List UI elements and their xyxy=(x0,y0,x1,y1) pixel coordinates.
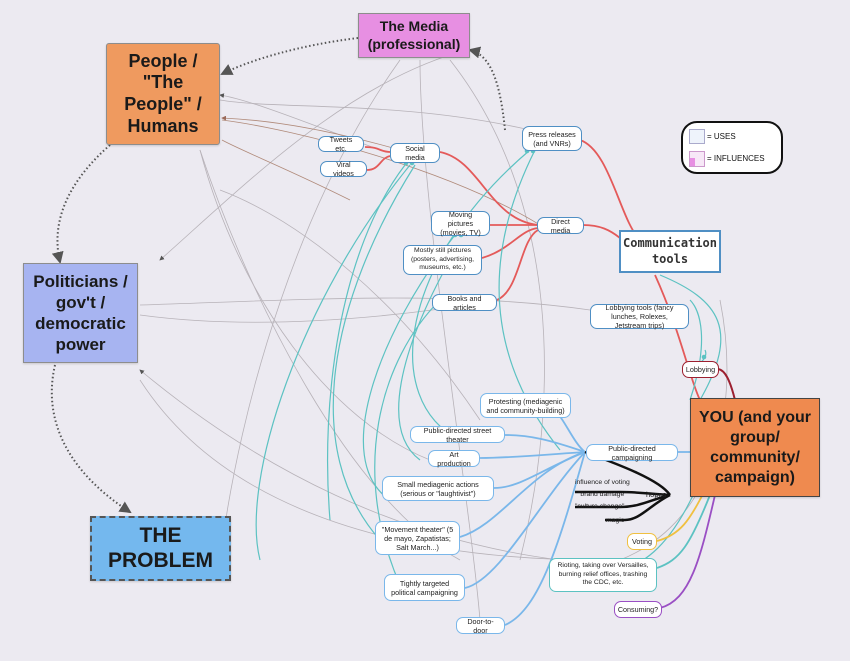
small-actions-label: Small mediagenic actions (serious or "la… xyxy=(397,479,479,498)
legend: = USES = INFLUENCES xyxy=(681,121,783,174)
rioting-node[interactable]: Rioting, taking over Versailles, burning… xyxy=(549,558,657,592)
lobbying-label: Lobbying xyxy=(685,365,716,374)
social-media-label: Social media xyxy=(405,144,425,162)
legend-influences-swatch xyxy=(689,151,705,167)
social-media-node[interactable]: Social media xyxy=(390,143,440,163)
door-to-door-node[interactable]: Door-to-door xyxy=(456,616,505,635)
dotted-arrows xyxy=(50,37,506,514)
hopes-label: hopes xyxy=(646,490,667,499)
media-label: The Media (professional) xyxy=(367,18,461,52)
hope-item-culture: "culture change" xyxy=(575,503,625,510)
problem-label: THE PROBLEM xyxy=(108,524,213,572)
lobbying-link xyxy=(717,368,736,401)
direct-media-node[interactable]: Direct media xyxy=(537,216,584,235)
you-node[interactable]: YOU (and your group/ community/ campaign… xyxy=(690,398,820,497)
press-releases-node[interactable]: Press releases (and VNRs) xyxy=(522,126,582,151)
hope-item-magic: magic xyxy=(606,517,625,524)
influence-curves-brown xyxy=(221,115,541,226)
people-label: People / "The People" / Humans xyxy=(124,50,202,136)
books-node[interactable]: Books and articles xyxy=(432,293,497,312)
legend-uses-swatch xyxy=(689,129,705,144)
hope-item-voting: influence of voting xyxy=(575,479,630,486)
influence-curves xyxy=(139,48,728,621)
small-actions-node[interactable]: Small mediagenic actions (serious or "la… xyxy=(382,476,494,501)
people-node[interactable]: People / "The People" / Humans xyxy=(106,43,220,145)
targeted-campaigning-node[interactable]: Tightly targeted political campaigning xyxy=(384,574,465,601)
moving-pictures-label: Moving pictures (movies, TV) xyxy=(440,210,481,237)
art-production-label: Art production xyxy=(437,449,471,468)
still-pictures-node[interactable]: Mostly still pictures (posters, advertis… xyxy=(403,245,482,275)
direct-media-label: Direct media xyxy=(550,216,571,235)
lobbying-node[interactable]: Lobbying xyxy=(682,361,719,378)
protesting-label: Protesting (mediagenic and community-bui… xyxy=(486,396,565,415)
voting-label: Voting xyxy=(632,537,652,546)
rioting-label: Rioting, taking over Versailles, burning… xyxy=(557,562,649,587)
targeted-campaigning-label: Tightly targeted political campaigning xyxy=(391,578,458,597)
books-label: Books and articles xyxy=(447,293,482,312)
viral-videos-label: Viral videos xyxy=(333,160,354,178)
viral-videos-node[interactable]: Viral videos xyxy=(320,160,367,178)
politicians-label: Politicians / gov't / democratic power xyxy=(33,271,128,355)
moving-pictures-node[interactable]: Moving pictures (movies, TV) xyxy=(431,210,490,237)
public-campaigning-label: Public-directed campaigning xyxy=(608,443,656,462)
consuming-label: Consuming? xyxy=(617,605,659,614)
tweets-label: Tweets etc. xyxy=(329,135,353,153)
voting-node[interactable]: Voting xyxy=(627,533,657,550)
door-to-door-label: Door-to-door xyxy=(467,616,494,635)
legend-influences-label: = INFLUENCES xyxy=(707,154,765,163)
movement-theater-node[interactable]: "Movement theater" (5 de mayo, Zapatista… xyxy=(375,521,460,555)
press-releases-label: Press releases (and VNRs) xyxy=(528,129,576,148)
protesting-node[interactable]: Protesting (mediagenic and community-bui… xyxy=(480,393,571,418)
you-label: YOU (and your group/ community/ campaign… xyxy=(698,408,811,486)
street-theater-label: Public-directed street theater xyxy=(423,425,492,444)
rioting-link xyxy=(656,494,711,569)
tweets-node[interactable]: Tweets etc. xyxy=(318,135,364,153)
still-pictures-label: Mostly still pictures (posters, advertis… xyxy=(410,247,475,272)
art-production-node[interactable]: Art production xyxy=(428,449,480,468)
lobbying-tools-label: Lobbying tools (fancy lunches, Rolexes, … xyxy=(605,303,674,330)
hope-item-brand: "brand damage" xyxy=(578,491,627,498)
consuming-node[interactable]: Consuming? xyxy=(614,601,662,618)
communication-tools-node[interactable]: Communication tools xyxy=(619,230,721,273)
movement-theater-label: "Movement theater" (5 de mayo, Zapatista… xyxy=(381,524,454,552)
politicians-node[interactable]: Politicians / gov't / democratic power xyxy=(23,263,138,363)
consuming-link xyxy=(659,494,716,609)
media-node[interactable]: The Media (professional) xyxy=(358,13,470,58)
communication-tools-label: Communication tools xyxy=(623,235,717,266)
lobbying-tools-node[interactable]: Lobbying tools (fancy lunches, Rolexes, … xyxy=(590,303,689,330)
public-campaigning-node[interactable]: Public-directed campaigning xyxy=(586,443,678,462)
voting-link xyxy=(656,489,706,542)
street-theater-node[interactable]: Public-directed street theater xyxy=(410,425,505,444)
legend-uses-label: = USES xyxy=(707,132,736,141)
problem-node[interactable]: THE PROBLEM xyxy=(90,516,231,581)
